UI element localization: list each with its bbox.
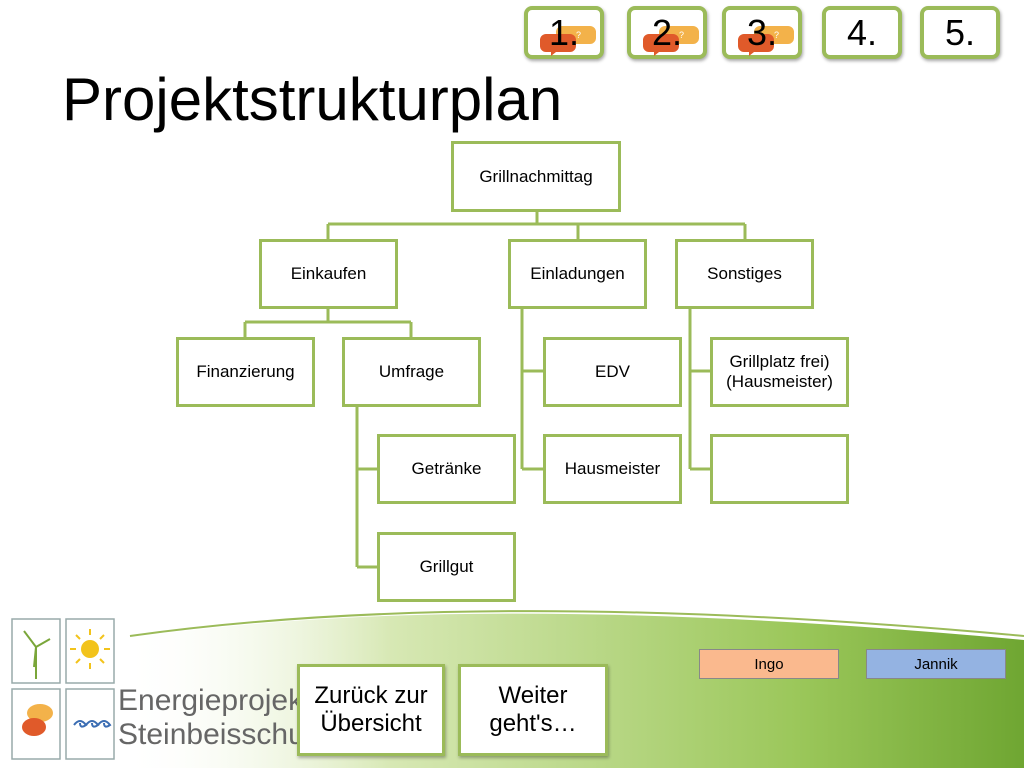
tag-jannik: Jannik <box>866 649 1006 679</box>
node-einladungen: Einladungen <box>508 239 647 309</box>
node-edv: EDV <box>543 337 682 407</box>
node-grillgut: Grillgut <box>377 532 516 602</box>
logo-text: Energieprojekt Steinbeisschule <box>118 684 328 752</box>
next-button[interactable]: Weiter geht's… <box>458 664 608 756</box>
step-label: 1. <box>548 11 580 53</box>
back-to-overview-button[interactable]: Zurück zur Übersicht <box>297 664 445 756</box>
node-umfrage: Umfrage <box>342 337 481 407</box>
node-finanzierung: Finanzierung <box>176 337 315 407</box>
node-einkaufen: Einkaufen <box>259 239 398 309</box>
step-tab-4[interactable]: 4. <box>822 6 902 59</box>
node-getraenke: Getränke <box>377 434 516 504</box>
step-tab-2[interactable]: ? 2. <box>627 6 707 59</box>
node-root: Grillnachmittag <box>451 141 621 212</box>
logo-line-1: Energieprojekt <box>118 684 312 717</box>
step-label: 3. <box>746 11 778 53</box>
svg-text:?: ? <box>774 30 779 40</box>
step-tab-1[interactable]: ? 1. <box>524 6 604 59</box>
speech-bubbles-icon: ? <box>643 26 699 56</box>
step-tab-3[interactable]: ? 3. <box>722 6 802 59</box>
node-sonstiges: Sonstiges <box>675 239 814 309</box>
node-grillplatz: Grillplatz frei) (Hausmeister) <box>710 337 849 407</box>
svg-text:?: ? <box>576 30 581 40</box>
step-label: 2. <box>651 11 683 53</box>
step-label: 5. <box>944 11 976 53</box>
step-tab-5[interactable]: 5. <box>920 6 1000 59</box>
step-label: 4. <box>846 11 878 53</box>
speech-bubbles-icon: ? <box>738 26 794 56</box>
svg-text:?: ? <box>679 30 684 40</box>
page-title: Projektstrukturplan <box>62 66 563 133</box>
tag-ingo: Ingo <box>699 649 839 679</box>
logo-icon <box>11 618 115 760</box>
node-empty <box>710 434 849 504</box>
speech-bubbles-icon: ? <box>540 26 596 56</box>
logo-line-2: Steinbeisschule <box>118 718 329 751</box>
node-hausmeister: Hausmeister <box>543 434 682 504</box>
